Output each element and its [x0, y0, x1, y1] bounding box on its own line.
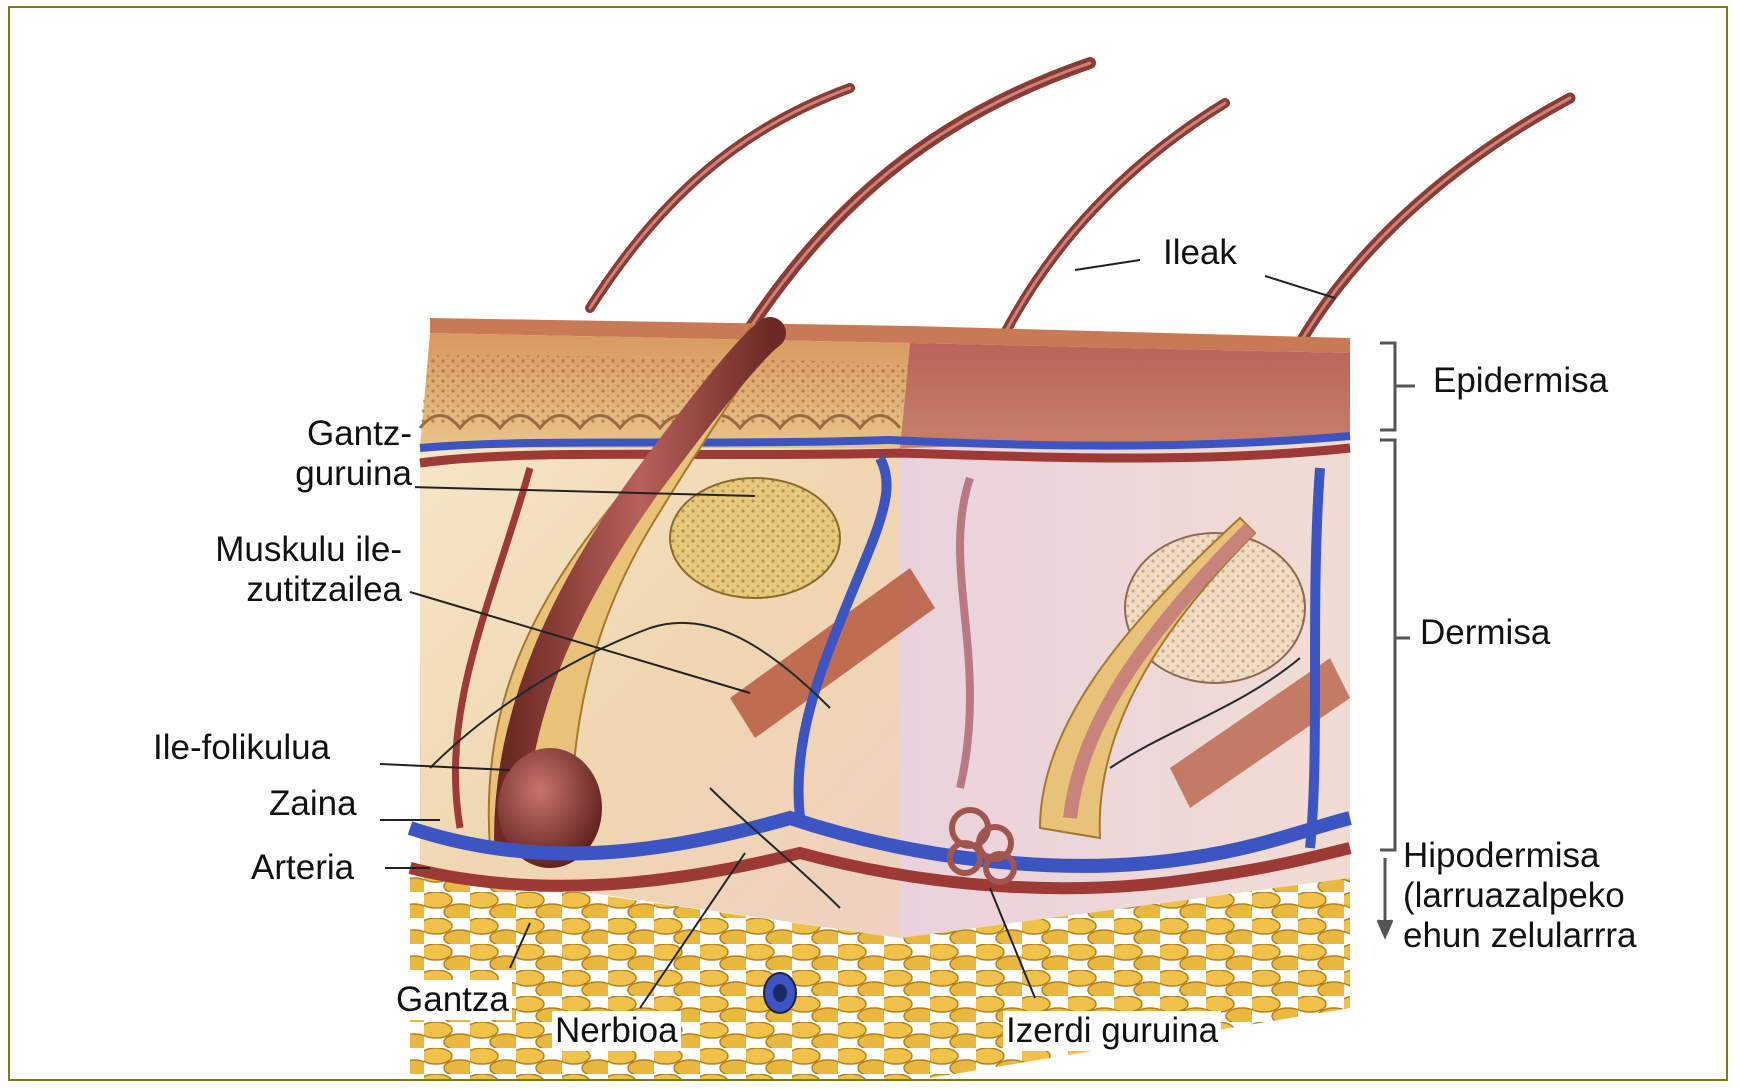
label-gantza: Gantza — [393, 980, 512, 1020]
label-muskulu-line2: zutitzailea — [190, 570, 405, 610]
leader-ileak-1 — [1075, 260, 1140, 270]
label-epidermisa: Epidermisa — [1430, 361, 1611, 401]
label-gantz-guruina-line1: Gantz- — [265, 414, 415, 454]
label-muskulu: Muskulu ile- zutitzailea — [190, 530, 405, 610]
diagram-frame: Ileak Epidermisa Dermisa Hipodermisa (la… — [8, 6, 1728, 1081]
label-hipodermisa-line3: ehun zelularrra — [1400, 916, 1639, 956]
label-hipodermisa-line2: (larruazalpeko — [1400, 876, 1639, 916]
epidermis-front-dots — [420, 353, 910, 423]
label-gantz-guruina-line2: guruina — [265, 454, 415, 494]
label-muskulu-line1: Muskulu ile- — [190, 530, 405, 570]
label-ileak: Ileak — [1160, 233, 1240, 273]
label-hipodermisa: Hipodermisa (larruazalpeko ehun zelularr… — [1400, 836, 1639, 956]
label-hipodermisa-line1: Hipodermisa — [1400, 836, 1639, 876]
label-ile-folikulua: Ile-folikulua — [150, 728, 333, 768]
hair-shafts — [590, 63, 1570, 343]
label-zaina: Zaina — [266, 784, 360, 824]
label-izerdi-guruina: Izerdi guruina — [1003, 1011, 1221, 1051]
epidermis-side — [900, 343, 1350, 448]
label-dermisa: Dermisa — [1417, 613, 1553, 653]
leader-ileak-2 — [1265, 276, 1335, 298]
label-gantz-guruina: Gantz- guruina — [265, 414, 415, 494]
label-nerbioa: Nerbioa — [552, 1011, 681, 1051]
label-arteria: Arteria — [248, 848, 357, 888]
